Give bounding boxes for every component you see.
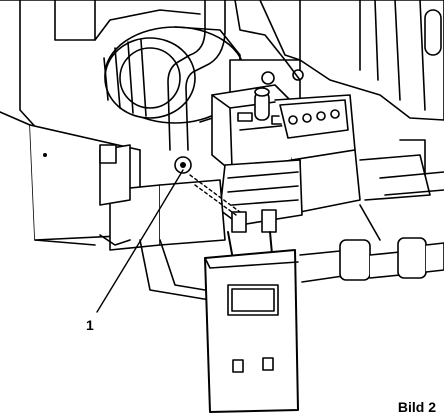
gas-pipe-upper	[167, 0, 301, 151]
callout-number: 1	[86, 317, 94, 333]
outlet-pipework	[299, 139, 444, 283]
gas-valve	[211, 84, 431, 233]
measurement-dashes	[189, 174, 241, 216]
callout-leader-line	[96, 169, 184, 313]
manometer-device	[204, 231, 299, 413]
blower-fan	[94, 9, 304, 124]
inlet-pipework	[99, 144, 226, 301]
figure-caption: Bild 2	[397, 399, 436, 415]
